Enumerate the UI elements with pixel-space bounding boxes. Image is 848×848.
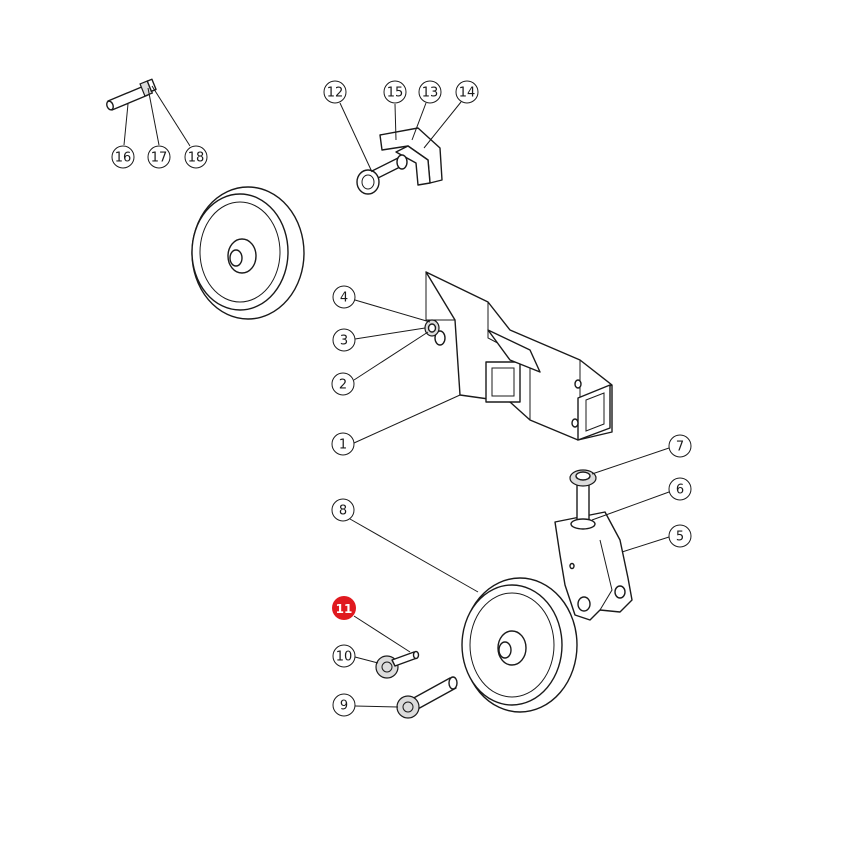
callout-16[interactable]: 16	[111, 145, 135, 169]
callout-4-label: 4	[340, 291, 348, 306]
callout-8-label: 8	[339, 504, 347, 519]
leader-15	[394, 103, 397, 141]
leader-7	[591, 447, 670, 475]
leader-13	[411, 102, 427, 141]
callout-3[interactable]: 3	[332, 328, 356, 352]
callout-11-label: 11	[336, 602, 353, 616]
callout-3-label: 3	[340, 334, 348, 349]
leader-lines	[123, 85, 670, 708]
leader-4	[354, 299, 431, 323]
callout-13[interactable]: 13	[418, 80, 442, 104]
callout-6[interactable]: 6	[668, 477, 692, 501]
caster-fork-part	[554, 469, 633, 621]
callout-17-label: 17	[151, 151, 168, 166]
callout-9[interactable]: 9	[332, 693, 356, 717]
pin-assembly-part	[106, 78, 157, 111]
callout-9-label: 9	[340, 699, 348, 714]
callout-13-label: 13	[422, 86, 439, 101]
callout-14-label: 14	[459, 86, 476, 101]
clamp-assembly-part	[356, 127, 443, 195]
leader-10	[354, 656, 379, 664]
callout-10[interactable]: 10	[332, 644, 356, 668]
main-bracket-part	[425, 271, 613, 441]
leader-12	[339, 102, 373, 173]
leader-11	[353, 615, 411, 653]
callout-5[interactable]: 5	[668, 524, 692, 548]
callout-15-label: 15	[387, 86, 404, 101]
leader-8	[349, 518, 479, 593]
leader-9	[354, 705, 399, 708]
callout-15[interactable]: 15	[383, 80, 407, 104]
leader-18	[151, 85, 191, 147]
callout-7[interactable]: 7	[668, 434, 692, 458]
callout-2[interactable]: 2	[331, 372, 355, 396]
callout-18[interactable]: 18	[184, 145, 208, 169]
leader-1	[353, 394, 461, 444]
callout-5-label: 5	[676, 530, 684, 545]
callout-8[interactable]: 8	[331, 498, 355, 522]
callout-6-label: 6	[676, 483, 684, 498]
axle-bolt-part	[396, 676, 458, 719]
callout-7-label: 7	[676, 440, 684, 455]
callout-10-label: 10	[336, 650, 353, 665]
small-pin-part	[391, 650, 420, 667]
upper-wheel-part	[191, 186, 305, 320]
leader-2	[353, 331, 429, 381]
callout-4[interactable]: 4	[332, 285, 356, 309]
callout-18-label: 18	[188, 151, 205, 166]
callout-12[interactable]: 12	[323, 80, 347, 104]
leader-17	[147, 87, 160, 146]
callout-11-highlighted[interactable]: 11	[332, 596, 356, 620]
leader-14	[423, 101, 462, 149]
leader-16	[123, 103, 129, 146]
callout-16-label: 16	[115, 151, 132, 166]
callout-2-label: 2	[339, 378, 347, 393]
callout-14[interactable]: 14	[455, 80, 479, 104]
callout-12-label: 12	[327, 86, 344, 101]
bolt-washer-part	[424, 319, 440, 337]
leader-5	[621, 536, 670, 553]
leader-6	[591, 491, 670, 521]
leader-3	[354, 327, 426, 340]
lower-wheel-part	[461, 577, 578, 713]
callout-1-label: 1	[339, 438, 347, 453]
callout-17[interactable]: 17	[147, 145, 171, 169]
callout-1[interactable]: 1	[331, 432, 355, 456]
